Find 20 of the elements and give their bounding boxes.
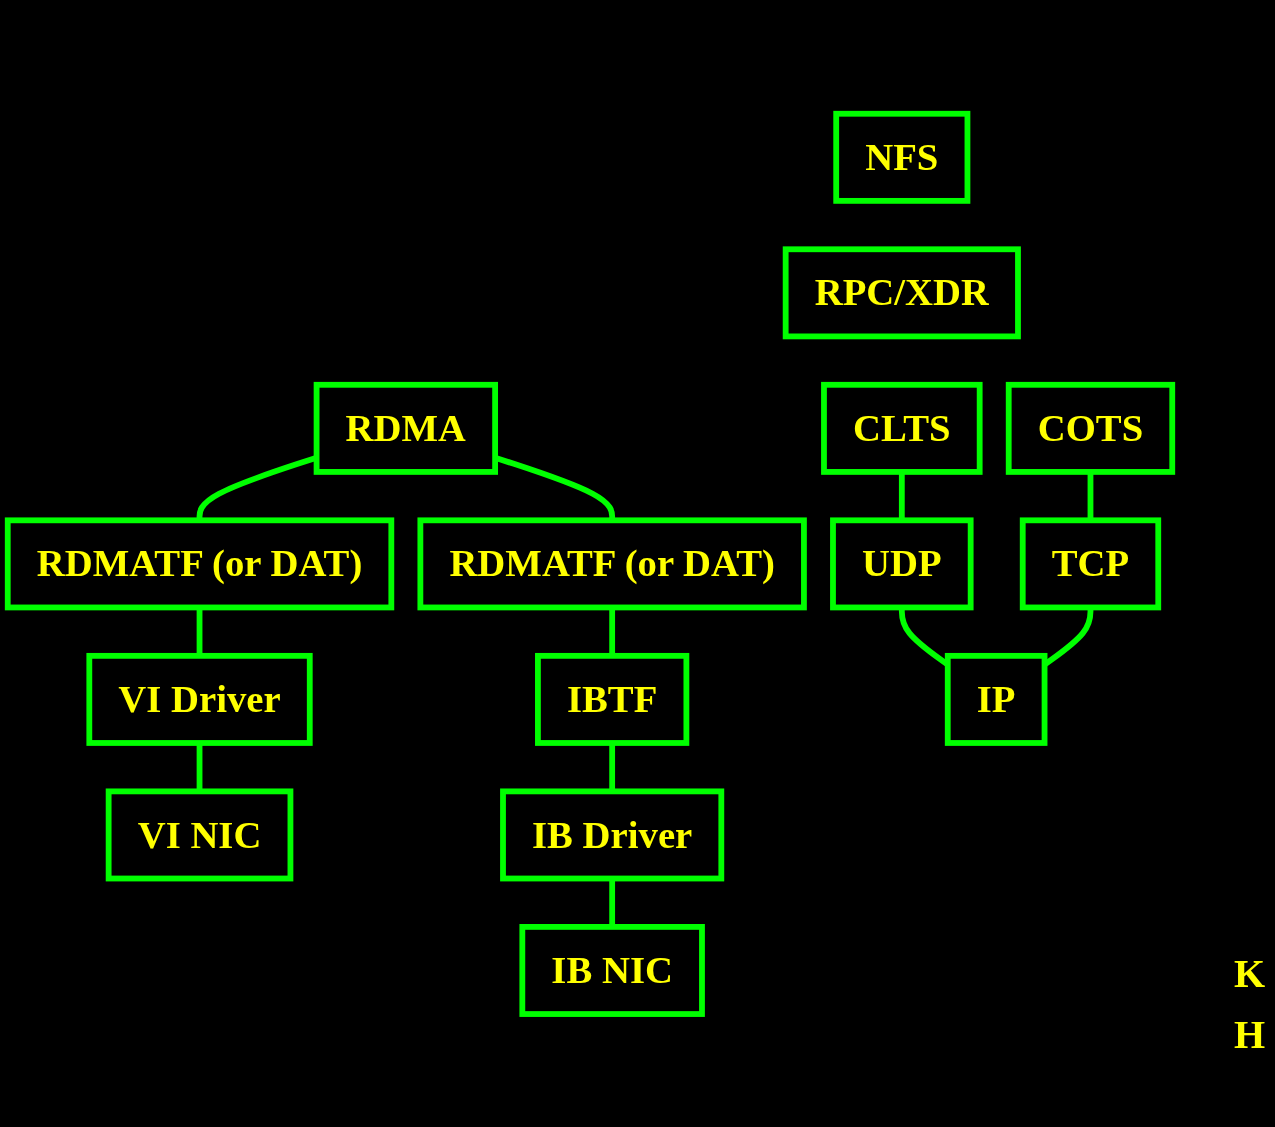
node-box: IB NIC <box>519 923 705 1017</box>
node-box: VI Driver <box>86 652 313 746</box>
node-box: NFS <box>833 110 971 204</box>
node-box: RDMA <box>313 381 498 475</box>
node-box: RDMATF (or DAT) <box>4 517 395 610</box>
node-box: UDP <box>830 517 974 610</box>
node-box: RPC/XDR <box>782 245 1021 339</box>
note-text: K <box>1233 950 1265 997</box>
node-box: IP <box>944 652 1048 746</box>
node-box: TCP <box>1019 517 1162 610</box>
node-box: IBTF <box>535 652 690 746</box>
connector <box>609 878 616 927</box>
note-text: H <box>1233 1011 1265 1058</box>
node-box: COTS <box>1005 381 1176 475</box>
connector <box>196 607 203 656</box>
node-box: RDMATF (or DAT) <box>417 517 807 610</box>
node-box: VI NIC <box>105 788 294 882</box>
node-box: CLTS <box>821 381 983 475</box>
node-box: IB Driver <box>500 788 725 882</box>
connector <box>609 607 616 656</box>
